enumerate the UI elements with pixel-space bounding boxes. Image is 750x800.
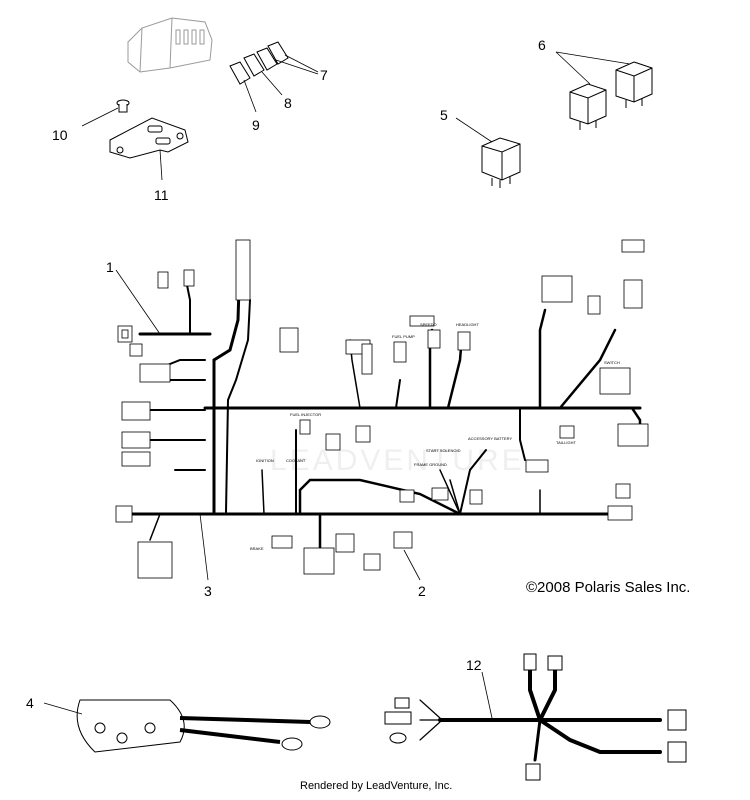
callout-1: 1: [106, 259, 114, 275]
svg-text:IGNITION: IGNITION: [256, 458, 274, 463]
svg-text:TAILLIGHT: TAILLIGHT: [556, 440, 576, 445]
cable-leader: [43, 702, 83, 715]
sub-harness-connectors: [384, 653, 687, 781]
sub-harness-leader: [481, 671, 493, 719]
svg-text:ACCESSORY BATTERY: ACCESSORY BATTERY: [468, 436, 512, 441]
bracket-leader: [159, 149, 163, 181]
footer-credit: Rendered by LeadVenture, Inc.: [300, 780, 453, 792]
callout-10: 10: [52, 127, 68, 143]
relay-6-leaders: [555, 51, 631, 85]
callout-12: 12: [466, 657, 482, 673]
copyright-notice: ©2008 Polaris Sales Inc.: [526, 579, 691, 596]
harness-leaders: [115, 269, 421, 581]
callout-5: 5: [440, 107, 448, 123]
svg-text:FUEL INJECTOR: FUEL INJECTOR: [290, 412, 321, 417]
svg-text:HEADLIGHT: HEADLIGHT: [456, 322, 479, 327]
callout-9: 9: [252, 117, 260, 133]
watermark-text: LEADVENTURE: [270, 444, 525, 477]
svg-text:SPEEDO: SPEEDO: [420, 322, 437, 327]
harness-labels: FUEL INJECTOR IGNITION COOLANT BRAKE STA…: [250, 322, 620, 551]
svg-text:BRAKE: BRAKE: [250, 546, 264, 551]
mounting-bracket: [109, 117, 189, 159]
callout-4: 4: [26, 695, 34, 711]
callout-3: 3: [204, 583, 212, 599]
harness-connectors: [115, 239, 649, 579]
callout-2: 2: [418, 583, 426, 599]
fuse-leader-lines: [243, 54, 319, 113]
callout-11: 11: [154, 187, 169, 203]
callout-6: 6: [538, 37, 546, 53]
svg-text:SWITCH: SWITCH: [604, 360, 620, 365]
callout-8: 8: [284, 95, 292, 111]
bolt: [116, 99, 130, 113]
battery-cable-assembly: [76, 699, 331, 753]
svg-text:FRAME GROUND: FRAME GROUND: [414, 462, 447, 467]
fuse-set: [229, 41, 289, 85]
callout-7: 7: [320, 67, 328, 83]
svg-text:FUEL PUMP: FUEL PUMP: [392, 334, 415, 339]
bolt-leader: [81, 107, 119, 127]
relay-5-leader: [455, 117, 493, 143]
callout-numbers: 1 2 3 4 5 6 7 8 9 10 11 12: [26, 37, 546, 711]
fuse-block: [127, 17, 213, 73]
sub-harness: [419, 668, 662, 762]
relay-6a: [569, 83, 607, 130]
svg-text:START SOLENOID: START SOLENOID: [426, 448, 461, 453]
relay-5: [481, 137, 521, 188]
svg-text:COOLANT: COOLANT: [286, 458, 306, 463]
relay-6b: [615, 61, 653, 108]
